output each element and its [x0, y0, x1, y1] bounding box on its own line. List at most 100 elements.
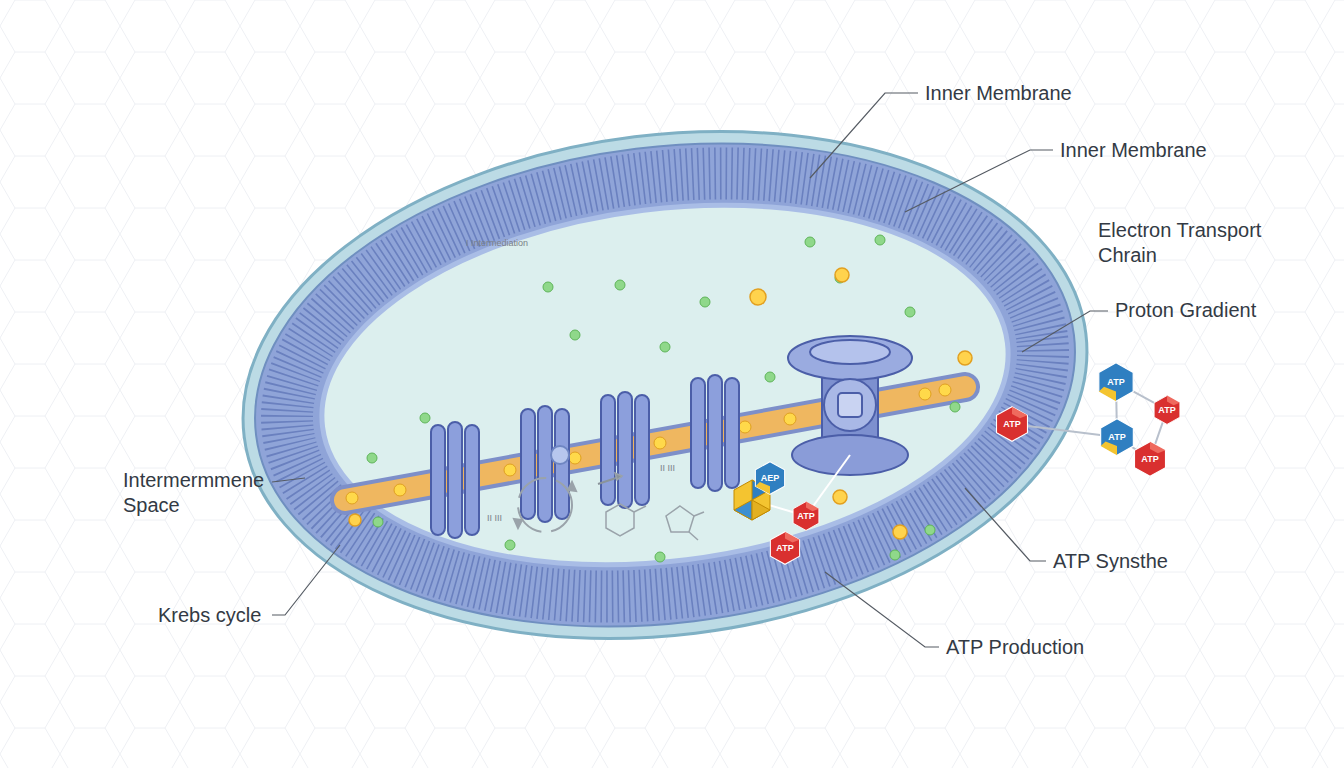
molecule-link [1115, 400, 1117, 420]
hexagon-fill [1099, 363, 1133, 401]
molecule-label: ATP [1107, 378, 1124, 387]
proton-dots [349, 268, 972, 539]
chemical-structures [634, 506, 646, 512]
protein-complexes [691, 378, 705, 488]
atp-hexagon: ATP [1098, 418, 1136, 456]
green-molecules [875, 235, 885, 245]
part-label: ATP Synsthe [1053, 549, 1168, 574]
icosahedron [734, 480, 770, 520]
electron-transport-band [569, 452, 581, 464]
atp-hexagon: AEP [753, 461, 787, 495]
hexagon-facet [785, 532, 800, 543]
part-label: Krebs cycle [158, 603, 261, 628]
hexagon-fill [1135, 442, 1166, 477]
atp-hexagon: ATP [1096, 362, 1136, 402]
proton-dots [958, 351, 972, 365]
leader-lines [272, 478, 305, 482]
molecule-label: ATP [1158, 406, 1175, 415]
hexagon-facet [1101, 442, 1117, 456]
protein-complexes [448, 422, 462, 538]
hexagon-facet [1099, 387, 1116, 401]
green-molecules [905, 307, 915, 317]
green-molecules [543, 282, 553, 292]
atp-synthase [788, 336, 912, 475]
protein-complexes [618, 392, 632, 508]
atp-hexagon: ATP [1132, 441, 1168, 477]
chemical-structures [606, 504, 634, 536]
chemical-structures [615, 473, 622, 480]
tiny-note: II III [660, 463, 675, 474]
hexagon-facet [755, 482, 770, 494]
part-label: Proton Gradient [1115, 298, 1256, 323]
proton-dots [750, 289, 766, 305]
atp-synthase [838, 393, 862, 417]
electron-transport-band [654, 437, 666, 449]
part-label: Intermermmene Space [123, 468, 273, 518]
tiny-note: II III [487, 513, 502, 524]
protein-complexes [431, 375, 739, 538]
protein-complexes [725, 378, 739, 488]
hexagon-fill [997, 407, 1028, 442]
green-molecules [655, 552, 665, 562]
green-molecules [615, 280, 625, 290]
green-molecules [660, 342, 670, 352]
leader-lines [810, 93, 918, 178]
hexagon-fill [770, 532, 799, 565]
cristae-texture [262, 132, 1067, 638]
green-molecules [950, 402, 960, 412]
leader-lines [825, 572, 939, 647]
atp-hexagon: ATP [791, 501, 821, 531]
krebs-cycle-symbol [518, 478, 572, 532]
green-molecules [505, 540, 515, 550]
protein-complexes [601, 392, 649, 508]
proton-dots [349, 514, 361, 526]
protein-complexes [465, 425, 479, 535]
hexagon-facet [1150, 442, 1165, 454]
krebs-cycle-symbol [568, 482, 576, 491]
atp-synthase [788, 336, 912, 380]
molecule-label: ATP [776, 544, 793, 553]
molecule-label: AEP [761, 474, 780, 483]
mitochondrion-body [214, 85, 1117, 685]
icosahedron [734, 500, 752, 520]
proton-dots [835, 268, 849, 282]
molecule-label: ATP [1141, 455, 1158, 464]
electron-transport-band [346, 492, 358, 504]
protein-complexes [431, 425, 445, 535]
chemical-structures [666, 506, 694, 532]
atp-synthase [824, 379, 876, 431]
chemical-structures [689, 512, 704, 540]
part-label: Electron Transport Chrain [1098, 218, 1298, 268]
electron-transport-band [739, 421, 751, 433]
part-label: Inner Membrane [925, 81, 1072, 106]
green-molecules [890, 550, 900, 560]
proton-dots [833, 490, 847, 504]
hexagon-fill [793, 502, 819, 531]
protein-complexes [521, 409, 535, 519]
protein-complexes [601, 395, 615, 505]
icosahedron [734, 480, 770, 520]
atp-hexagon: ATP [1152, 395, 1182, 425]
matrix [301, 168, 1029, 601]
protein-complexes [691, 375, 739, 491]
leader-lines [1022, 311, 1108, 352]
molecule-link [1028, 426, 1100, 435]
electron-transport-band [919, 388, 931, 400]
protein-complexes [431, 422, 479, 538]
green-molecules [420, 413, 430, 423]
green-molecules [925, 525, 935, 535]
tiny-note: I Intermediation [466, 238, 528, 249]
molecule-label: ATP [1003, 420, 1020, 429]
protein-complexes [708, 375, 722, 491]
molecule-label: ATP [1108, 433, 1125, 442]
atp-synthase [810, 340, 890, 364]
hexagon-facet [806, 502, 819, 512]
leader-lines [905, 150, 1053, 212]
outer-membrane [214, 85, 1117, 685]
electron-transport-band [939, 384, 951, 396]
atp-hexagon: ATP [994, 406, 1030, 442]
